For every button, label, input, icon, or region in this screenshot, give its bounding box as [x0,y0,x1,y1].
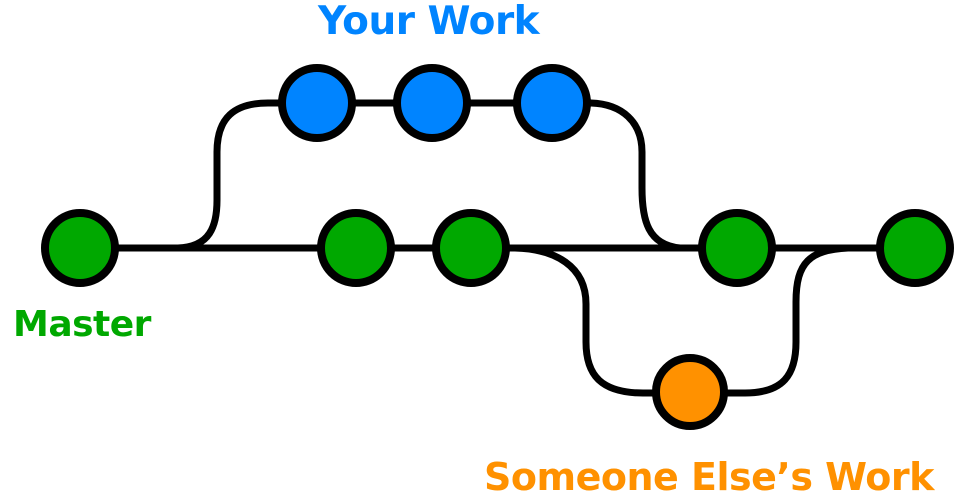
commit-node-master-5 [876,209,954,287]
someone-elses-work-branch-label: Someone Else’s Work [484,455,934,496]
commit-node-master-1 [41,209,119,287]
your-work-branch-label: Your Work [318,0,540,44]
commit-node-your-work-3 [513,64,591,142]
commit-node-your-work-1 [278,64,356,142]
commit-node-someone-elses-work-1 [652,354,728,430]
master-branch-label: Master [13,304,151,345]
branch-line-someone-elses-work [514,244,849,397]
commit-node-your-work-2 [393,64,471,142]
commit-node-master-2 [317,209,395,287]
commit-node-master-3 [432,209,510,287]
commit-node-master-4 [698,209,776,287]
